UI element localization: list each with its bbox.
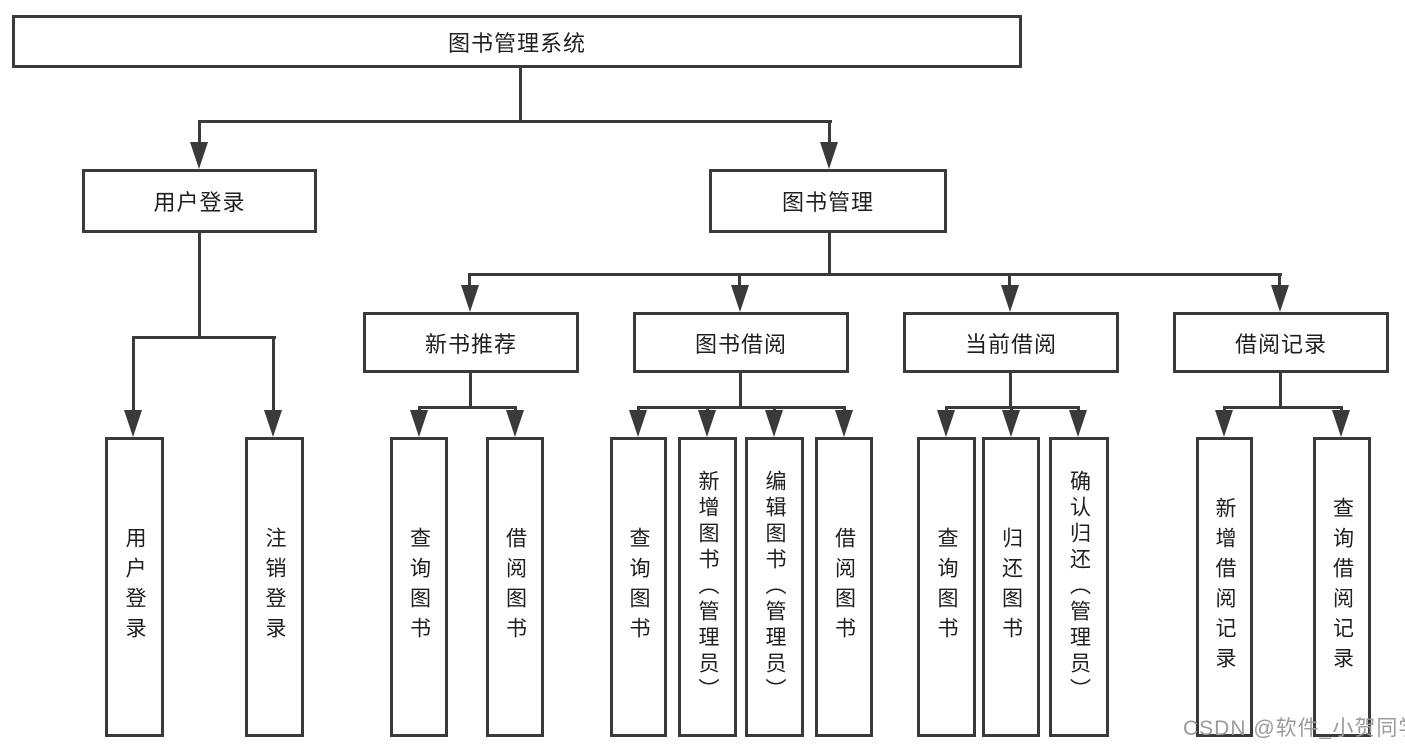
- node-leaf-br-add-record-label: 新增借阅记录: [1213, 497, 1236, 677]
- arrowhead-cb-query: [937, 410, 955, 437]
- connector-bb-trunk: [739, 373, 742, 409]
- connector-stem-book-management: [828, 120, 831, 145]
- connector-book-management-trunk: [828, 233, 831, 275]
- connector-book-management-hline: [468, 273, 1282, 276]
- node-leaf-user-login-label: 用户登录: [123, 527, 146, 647]
- node-current-borrow-label: 当前借阅: [964, 331, 1057, 357]
- connector-cb-trunk: [1009, 373, 1012, 409]
- node-leaf-bb-add-book: 新增图书（管理员）: [678, 437, 737, 737]
- arrowhead-bb-add: [698, 410, 716, 437]
- connector-br-trunk: [1279, 373, 1282, 409]
- node-user-login: 用户登录: [82, 169, 317, 233]
- node-leaf-cb-query-book: 查询图书: [917, 437, 976, 737]
- node-leaf-cb-query-book-label: 查询图书: [935, 527, 958, 647]
- node-leaf-br-add-record: 新增借阅记录: [1196, 437, 1253, 737]
- node-leaf-bb-edit-book: 编辑图书（管理员）: [745, 437, 804, 737]
- node-leaf-bb-add-book-label: 新增图书（管理员）: [696, 470, 719, 704]
- node-leaf-bb-edit-book-label: 编辑图书（管理员）: [763, 470, 786, 704]
- arrowhead-bb-edit: [765, 410, 783, 437]
- arrowhead-bb-borrow: [835, 410, 853, 437]
- node-leaf-cb-confirm-return-label: 确认归还（管理员）: [1067, 470, 1091, 704]
- node-leaf-cb-return-book-label: 归还图书: [999, 527, 1023, 647]
- arrowhead-ul-login: [124, 410, 142, 437]
- node-leaf-bb-query-book-label: 查询图书: [627, 527, 650, 647]
- node-book-borrow-label: 图书借阅: [694, 331, 787, 357]
- arrowhead-cb-confirm: [1069, 410, 1087, 437]
- arrowhead-book-borrow: [731, 285, 749, 312]
- arrowhead-nbr-query: [410, 410, 428, 437]
- node-leaf-cb-confirm-return: 确认归还（管理员）: [1049, 437, 1109, 737]
- connector-nbr-hline: [418, 406, 517, 409]
- arrowhead-cb-return: [1002, 410, 1020, 437]
- arrowhead-borrow-record: [1271, 285, 1289, 312]
- csdn-watermark: CSDN @软件_小贺同学: [1183, 717, 1405, 740]
- node-leaf-bb-borrow-book: 借阅图书: [815, 437, 873, 737]
- connector-stem-ul-logout: [272, 336, 275, 412]
- connector-stem-new-book-recommend: [468, 273, 471, 287]
- node-leaf-br-query-record: 查询借阅记录: [1313, 437, 1371, 737]
- arrowhead-br-add: [1215, 410, 1233, 437]
- node-current-borrow: 当前借阅: [903, 312, 1119, 373]
- node-book-management-label: 图书管理: [781, 190, 874, 215]
- connector-stem-borrow-record: [1278, 273, 1281, 287]
- arrowhead-user-login: [190, 142, 208, 169]
- node-leaf-logout-label: 注销登录: [263, 527, 286, 647]
- arrowhead-new-book-recommend: [461, 285, 479, 312]
- connector-stem-ul-login: [132, 336, 135, 412]
- connector-br-hline: [1223, 406, 1343, 409]
- node-leaf-user-login: 用户登录: [105, 437, 164, 737]
- node-book-management: 图书管理: [709, 169, 947, 233]
- connector-stem-current-borrow: [1008, 273, 1011, 287]
- node-leaf-nbr-borrow-book-label: 借阅图书: [503, 527, 527, 647]
- connector-bb-hline: [637, 406, 844, 409]
- arrowhead-ul-logout: [264, 410, 282, 437]
- arrowhead-book-management: [820, 142, 838, 169]
- connector-root-hline: [198, 120, 832, 123]
- arrowhead-nbr-borrow: [506, 410, 524, 437]
- node-leaf-logout: 注销登录: [245, 437, 304, 737]
- node-borrow-record-label: 借阅记录: [1234, 331, 1327, 357]
- node-new-book-recommend: 新书推荐: [363, 312, 579, 373]
- node-leaf-bb-borrow-book-label: 借阅图书: [832, 527, 856, 647]
- connector-user-login-trunk: [198, 233, 201, 338]
- node-leaf-cb-return-book: 归还图书: [982, 437, 1040, 737]
- connector-user-login-hline: [132, 336, 276, 339]
- arrowhead-bb-query: [629, 410, 647, 437]
- node-borrow-record: 借阅记录: [1173, 312, 1389, 373]
- node-leaf-nbr-query-book: 查询图书: [390, 437, 448, 737]
- arrowhead-br-query: [1332, 410, 1350, 437]
- arrowhead-current-borrow: [1001, 285, 1019, 312]
- node-leaf-nbr-borrow-book: 借阅图书: [486, 437, 544, 737]
- node-leaf-nbr-query-book-label: 查询图书: [407, 527, 431, 647]
- connector-stem-user-login: [198, 120, 201, 145]
- node-user-login-label: 用户登录: [153, 190, 246, 215]
- node-new-book-recommend-label: 新书推荐: [424, 331, 517, 357]
- connector-nbr-trunk: [469, 373, 472, 409]
- node-leaf-bb-query-book: 查询图书: [610, 437, 667, 737]
- node-root-label: 图书管理系统: [447, 30, 586, 56]
- connector-root-trunk: [519, 66, 522, 122]
- node-book-borrow: 图书借阅: [633, 312, 849, 373]
- connector-stem-book-borrow: [738, 273, 741, 287]
- node-leaf-br-query-record-label: 查询借阅记录: [1330, 497, 1354, 677]
- node-root: 图书管理系统: [12, 15, 1022, 68]
